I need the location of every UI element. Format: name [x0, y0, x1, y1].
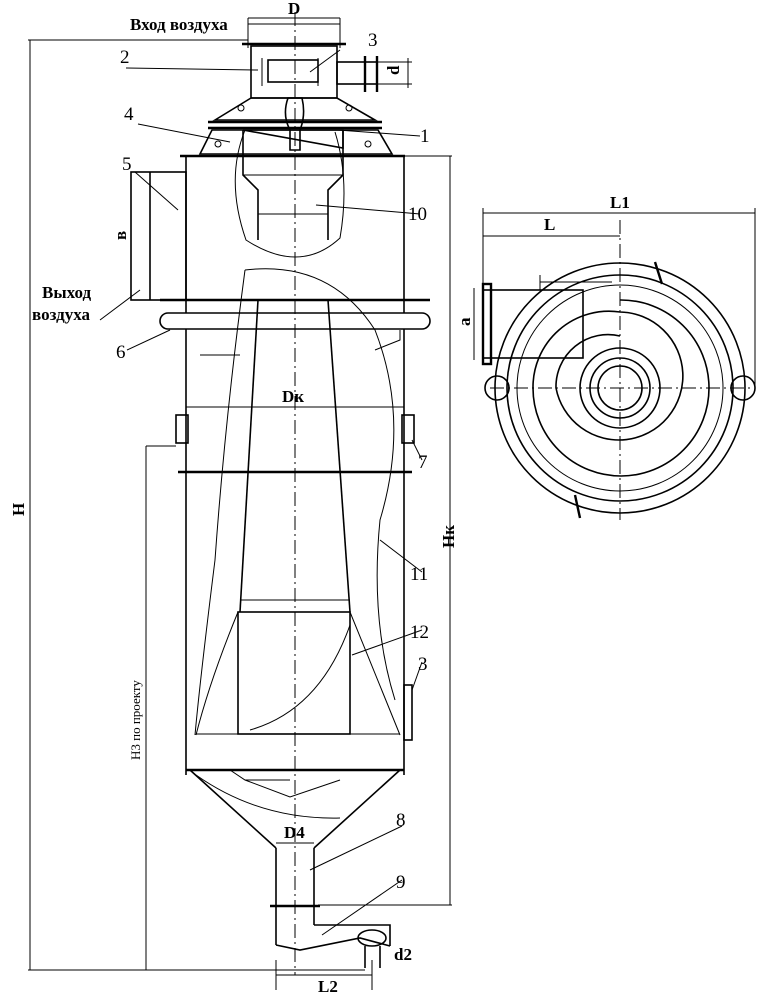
- air-inlet-label: Вход воздуха: [130, 15, 228, 34]
- dim-H: H: [9, 503, 28, 516]
- callout-1: 1: [420, 126, 430, 147]
- dim-d: d: [384, 65, 403, 75]
- dim-L2: L2: [318, 977, 338, 996]
- dim-a: a: [455, 317, 474, 326]
- dimension-lines: [28, 17, 452, 990]
- bottom-cone: [186, 768, 404, 849]
- dim-H3: H3 по проекту: [128, 680, 143, 760]
- callout-9: 10: [408, 204, 427, 225]
- callout-11: 12: [410, 622, 429, 643]
- callout-3-top: 3: [368, 30, 378, 51]
- ring-collector: [159, 300, 431, 356]
- callout-8: 8: [396, 810, 406, 831]
- callout-4: 4: [124, 104, 134, 125]
- dim-L1: L1: [610, 193, 630, 212]
- dim-b: в: [111, 231, 130, 240]
- callout-12: 9: [396, 872, 406, 893]
- discharge-pipe: [270, 848, 391, 968]
- air-outlet-label-1: Выход: [42, 283, 91, 302]
- callout-5: 5: [122, 154, 132, 175]
- callout-10: 11: [410, 564, 428, 585]
- dim-d2: d2: [394, 945, 412, 964]
- spiral-element: [195, 611, 401, 736]
- dim-D: D: [288, 0, 300, 18]
- main-shell: [175, 329, 415, 775]
- upper-shell: [130, 129, 430, 302]
- callout-7: 7: [418, 452, 428, 473]
- callout-2: 2: [120, 47, 130, 68]
- dim-Hk: Hк: [439, 525, 458, 548]
- dim-Dk: Dк: [282, 387, 304, 406]
- inner-tube: [242, 97, 344, 240]
- inlet-pipe: [242, 18, 412, 99]
- air-outlet-label-2: воздуха: [32, 305, 90, 324]
- dim-L: L: [544, 215, 555, 234]
- callout-3-bottom: 3: [418, 654, 428, 675]
- dim-D4: D4: [284, 823, 305, 842]
- callout-6: 6: [116, 342, 126, 363]
